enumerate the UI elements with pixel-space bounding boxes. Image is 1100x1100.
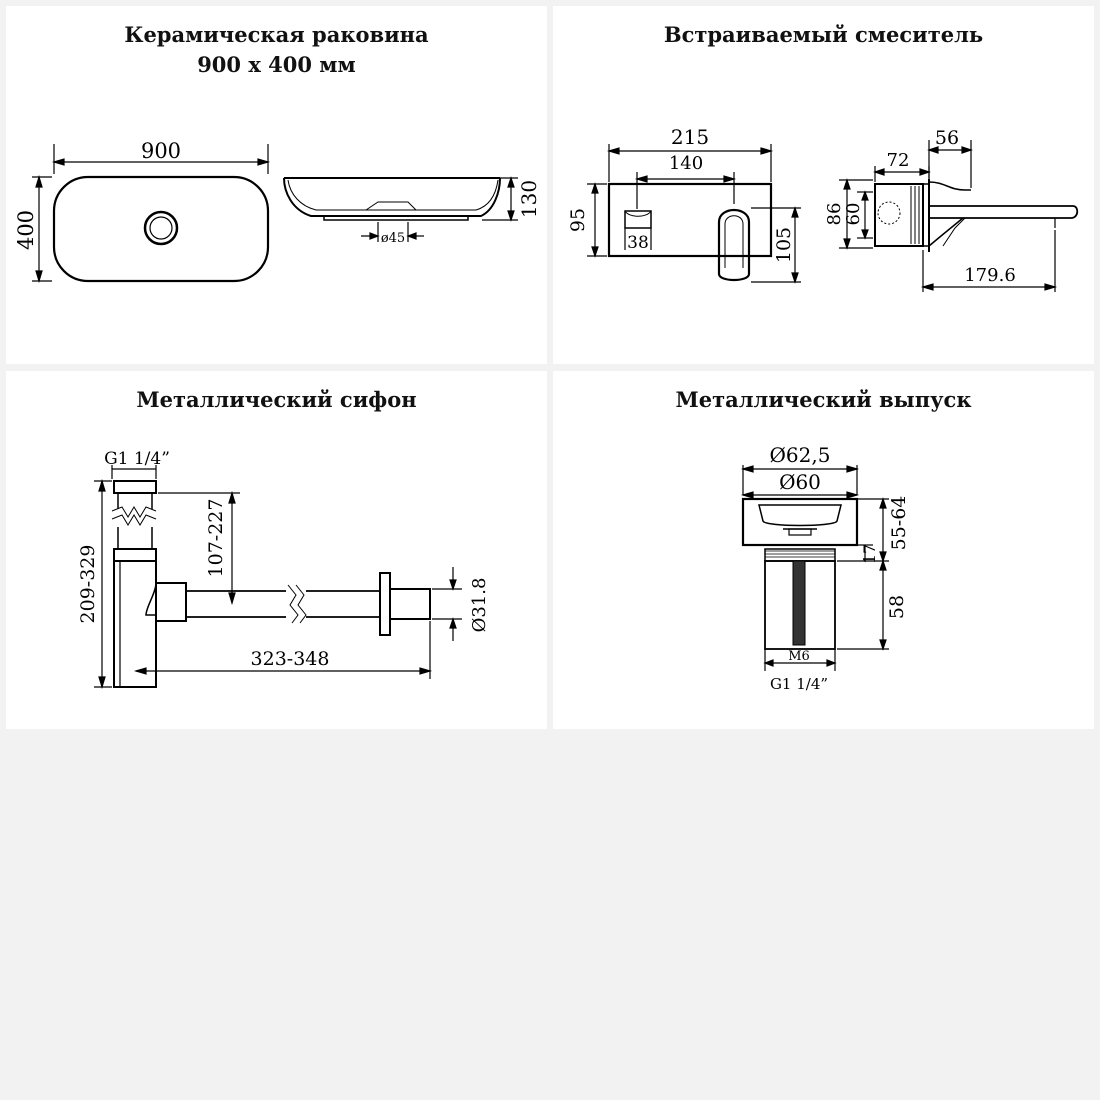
sink-width-label: 900 <box>141 139 181 163</box>
siphon-height-label: 209-329 <box>77 545 99 624</box>
sink-subtitle: 900 х 400 мм <box>197 52 356 77</box>
mixer-panel: Встраиваемый смеситель <box>553 6 1094 364</box>
sink-drawing: 900 400 130 ø45 <box>14 139 541 284</box>
siphon-pipe-dia-label: Ø31.8 <box>469 578 490 633</box>
siphon-drawing: G1 1/4” 209-329 107-227 323-348 Ø31.8 <box>77 449 490 690</box>
mixer-inner-height-label: 60 <box>843 203 864 226</box>
drain-title: Металлический выпуск <box>675 387 972 412</box>
drain-thread-label: G1 1/4” <box>770 675 828 693</box>
mixer-depth-label: 56 <box>935 127 959 149</box>
sink-height-label: 130 <box>517 180 541 218</box>
mixer-inner-width-label: 140 <box>669 153 703 174</box>
sink-title: Керамическая раковина <box>124 22 429 47</box>
drain-cap <box>741 497 859 547</box>
siphon-title: Металлический сифон <box>136 387 417 412</box>
mixer-lever-height-label: 105 <box>773 227 795 263</box>
sink-panel: Керамическая раковина 900 х 400 мм <box>6 6 547 364</box>
drain-cap-height-label: 17 <box>860 544 879 564</box>
sink-drain-inner <box>149 216 173 240</box>
drain-height-range-label: 55-64 <box>888 496 910 551</box>
drain-body-height-label: 58 <box>886 595 908 619</box>
sink-depth-label: 400 <box>14 210 38 250</box>
sink-top-outline <box>52 175 270 283</box>
siphon-thread-label: G1 1/4” <box>104 449 170 469</box>
sink-drain-label: ø45 <box>381 231 405 246</box>
siphon-length-label: 323-348 <box>251 648 330 670</box>
mixer-drawing: 215 140 95 105 38 56 72 86 60 179.6 <box>567 125 1079 292</box>
sink-drain-outer <box>143 210 179 246</box>
drain-screw-label: M6 <box>788 649 810 664</box>
drain-panel: Металлический выпуск <box>553 371 1094 729</box>
mixer-side-body <box>874 183 924 247</box>
drain-drawing: Ø62,5 Ø60 55-64 17 58 M6 G1 1/4” <box>740 443 910 693</box>
drain-inner-dia-label: Ø60 <box>779 470 821 494</box>
mixer-plate-width-label: 215 <box>671 125 709 149</box>
mixer-total-height-label: 86 <box>824 203 845 226</box>
mixer-front-plate <box>607 182 773 258</box>
mixer-title: Встраиваемый смеситель <box>663 22 984 47</box>
mixer-slot-label: 38 <box>627 233 649 253</box>
siphon-panel: Металлический сифон <box>6 371 547 729</box>
mixer-lever <box>717 208 751 282</box>
drain-outer-dia-label: Ø62,5 <box>770 443 831 467</box>
mixer-body-label: 72 <box>887 150 910 171</box>
siphon-drop-label: 107-227 <box>205 499 227 578</box>
mixer-plate-height-label: 95 <box>567 208 589 232</box>
mixer-spout-label: 179.6 <box>964 265 1016 286</box>
siphon-body <box>113 560 157 688</box>
